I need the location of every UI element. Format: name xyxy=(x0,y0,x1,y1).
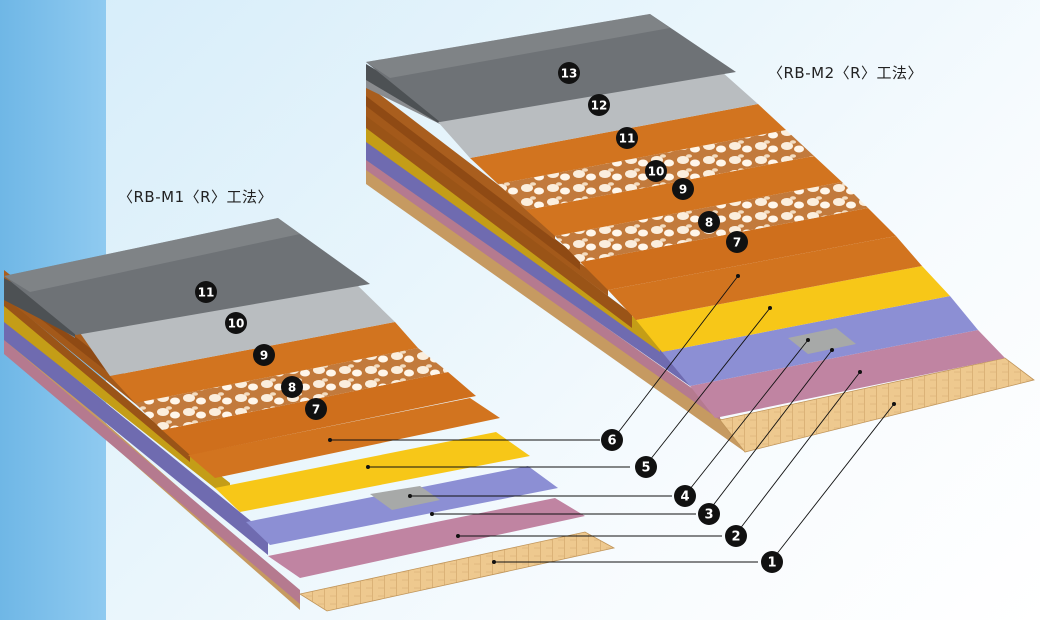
left-badge-7: 7 xyxy=(305,398,327,420)
left-badge-8: 8 xyxy=(281,376,303,398)
right-badge-8: 8 xyxy=(698,211,720,233)
right-badge-9: 9 xyxy=(672,178,694,200)
right-badge-10: 10 xyxy=(645,160,667,182)
svg-text:4: 4 xyxy=(680,490,689,505)
left-stack xyxy=(4,218,616,612)
svg-text:8: 8 xyxy=(288,381,296,395)
left-layer-1-wood xyxy=(298,531,616,612)
left-badge-11: 11 xyxy=(195,281,217,303)
svg-text:12: 12 xyxy=(591,99,608,113)
right-number-badges: 13 12 11 10 9 8 7 xyxy=(558,62,748,253)
right-method-title: 〈RB-M2〈R〉工法〉 xyxy=(768,64,924,82)
right-layer-6-orange xyxy=(608,236,922,320)
left-layer-2-pink xyxy=(268,498,585,578)
callout-lines xyxy=(330,275,895,563)
svg-text:13: 13 xyxy=(561,67,578,81)
right-badge-11: 11 xyxy=(616,127,638,149)
right-layer-5-yellow xyxy=(636,266,950,352)
left-badge-9: 9 xyxy=(253,344,275,366)
svg-text:7: 7 xyxy=(733,236,741,250)
left-layer-11-topcoat xyxy=(4,218,370,335)
callout-dots xyxy=(328,274,896,564)
svg-text:9: 9 xyxy=(679,183,687,197)
left-layer-5-yellow xyxy=(215,432,530,512)
svg-text:8: 8 xyxy=(705,216,713,230)
svg-text:11: 11 xyxy=(198,286,215,300)
callout-badge-5: 5 xyxy=(635,456,657,478)
svg-text:1: 1 xyxy=(767,556,776,571)
callout-badge-3: 3 xyxy=(698,503,720,525)
right-layer-1-wood xyxy=(719,357,1035,453)
svg-text:10: 10 xyxy=(648,165,665,179)
callout-number-badges: 6 5 4 3 2 1 xyxy=(601,429,783,573)
right-layer-2-pink xyxy=(690,330,1005,418)
callout-badge-6: 6 xyxy=(601,429,623,451)
callout-badge-2: 2 xyxy=(725,525,747,547)
right-layer-4-patch xyxy=(788,328,856,354)
svg-text:2: 2 xyxy=(731,530,740,545)
svg-text:6: 6 xyxy=(607,434,616,449)
svg-text:5: 5 xyxy=(641,461,650,476)
left-badge-10: 10 xyxy=(225,312,247,334)
svg-text:3: 3 xyxy=(704,508,713,523)
right-stack xyxy=(366,14,1035,453)
right-badge-7: 7 xyxy=(726,231,748,253)
left-layer-6-orange xyxy=(188,398,500,478)
callout-badge-4: 4 xyxy=(674,485,696,507)
right-badge-13: 13 xyxy=(558,62,580,84)
right-badge-12: 12 xyxy=(588,94,610,116)
svg-text:7: 7 xyxy=(312,403,320,417)
right-layer-13-topcoat xyxy=(366,14,736,122)
left-method-title: 〈RB-M1〈R〉工法〉 xyxy=(118,188,274,206)
left-number-badges: 11 10 9 8 7 xyxy=(195,281,327,420)
svg-text:11: 11 xyxy=(619,132,636,146)
svg-text:10: 10 xyxy=(228,317,245,331)
callout-badge-1: 1 xyxy=(761,551,783,573)
left-layer-4-patch xyxy=(370,486,440,510)
svg-text:9: 9 xyxy=(260,349,268,363)
